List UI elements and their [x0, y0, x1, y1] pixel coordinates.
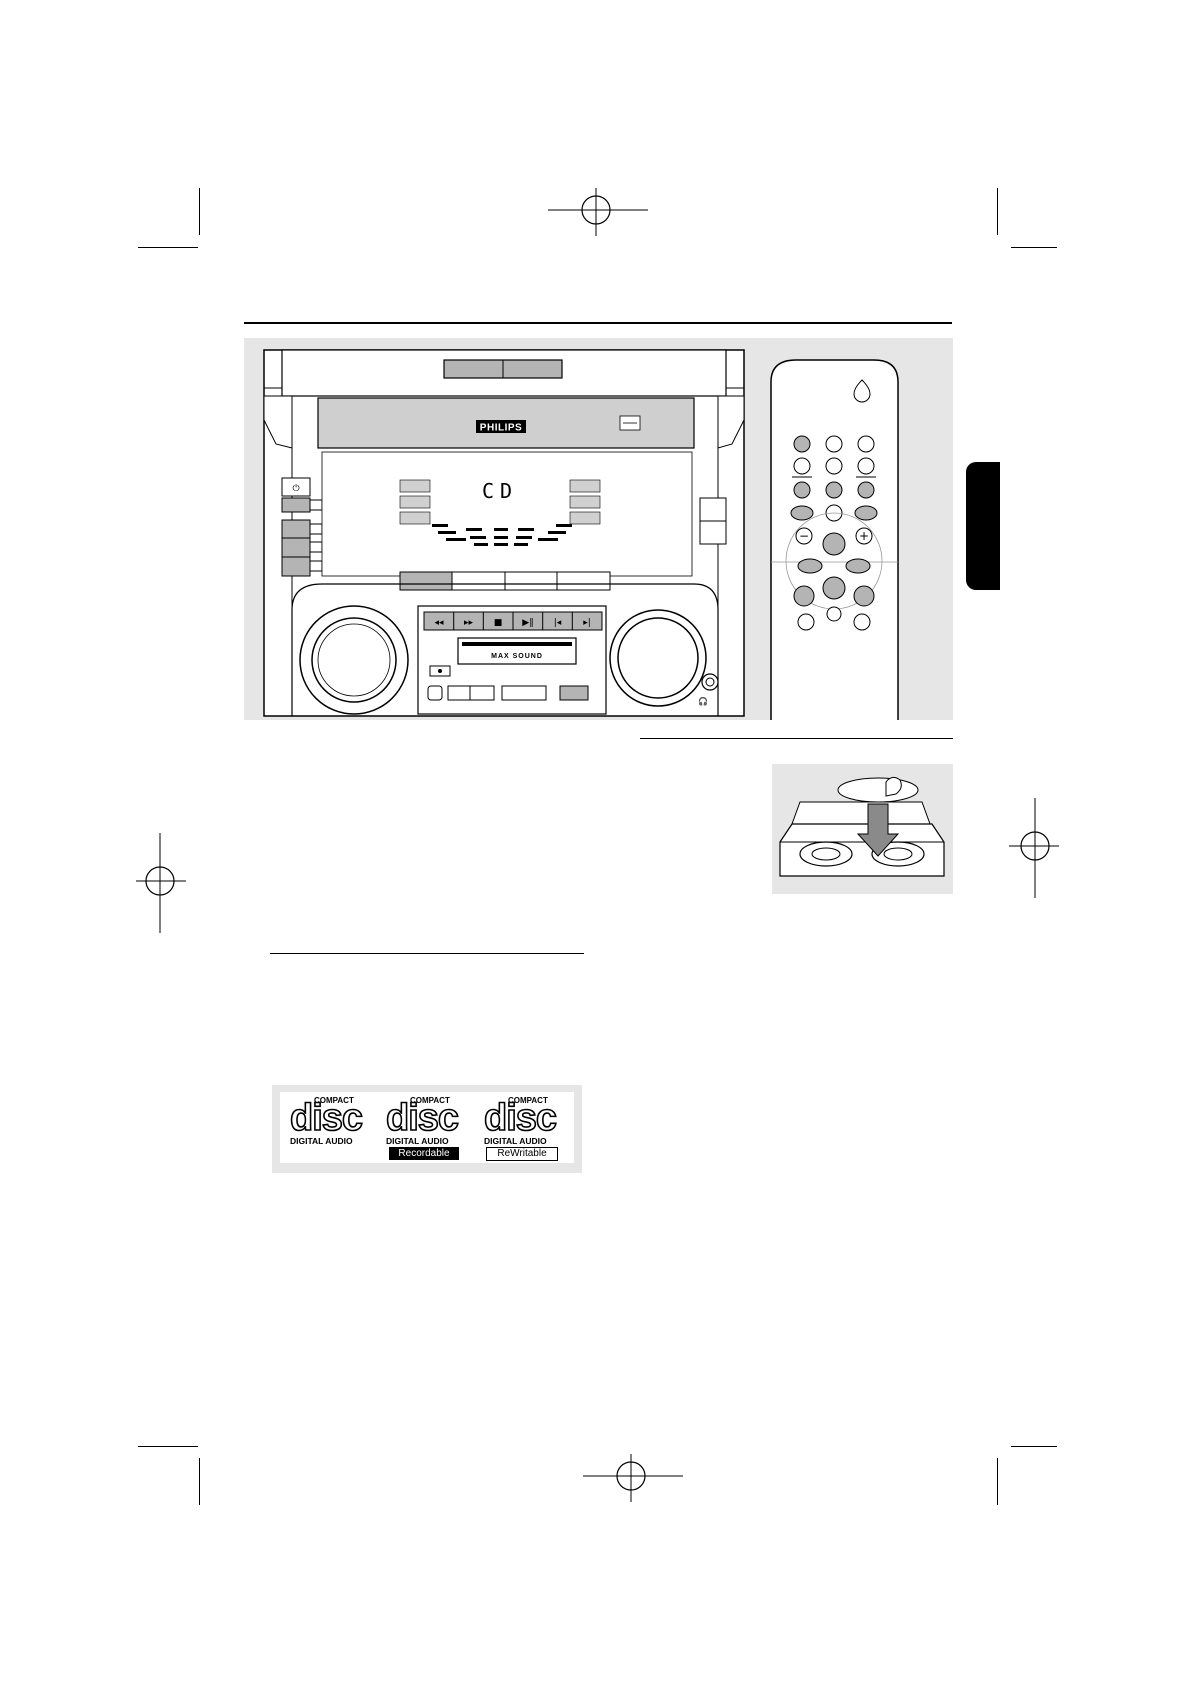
svg-text:◂◂: ◂◂: [434, 618, 444, 628]
svg-text:▸▸: ▸▸: [464, 618, 474, 628]
registration-mark-top: [548, 188, 648, 236]
svg-text:▸|: ▸|: [583, 618, 591, 628]
svg-text:|◂: |◂: [554, 618, 562, 628]
tape-label: MAX SOUND: [491, 653, 543, 660]
svg-text:−: −: [799, 529, 809, 543]
registration-mark-right: [1009, 798, 1059, 898]
section-rule-right: [640, 738, 953, 739]
registration-mark-left: [136, 833, 186, 933]
deck-transport-buttons: ◂◂ ▸▸ ■ ▶‖ |◂ ▸|: [423, 611, 603, 631]
svg-text:⏻: ⏻: [292, 483, 299, 494]
svg-text:🎧: 🎧: [698, 696, 708, 706]
header-rule: [244, 322, 952, 324]
disc-logo-compact-disc: COMPACT disc DIGITAL AUDIO: [289, 1096, 364, 1146]
disc-logo-compact-disc-recordable: COMPACT disc DIGITAL AUDIO Recordable: [385, 1096, 460, 1160]
language-tab-marker: [966, 462, 1000, 590]
disc-logo-compact-disc-rewritable: COMPACT disc DIGITAL AUDIO ReWritable: [483, 1096, 558, 1161]
brand-logo: PHILIPS: [480, 423, 522, 434]
svg-text:■: ■: [494, 618, 503, 628]
main-unit-illustration: PHILIPS ⏻ CD: [263, 349, 745, 717]
svg-text:+: +: [859, 529, 869, 543]
section-rule-left: [270, 953, 584, 954]
remote-control-illustration: − +: [770, 359, 899, 720]
svg-text:▶‖: ▶‖: [522, 618, 533, 628]
display-readout: CD: [482, 479, 518, 503]
cassette-insert-illustration: [779, 776, 945, 877]
registration-mark-bottom: [583, 1454, 683, 1502]
